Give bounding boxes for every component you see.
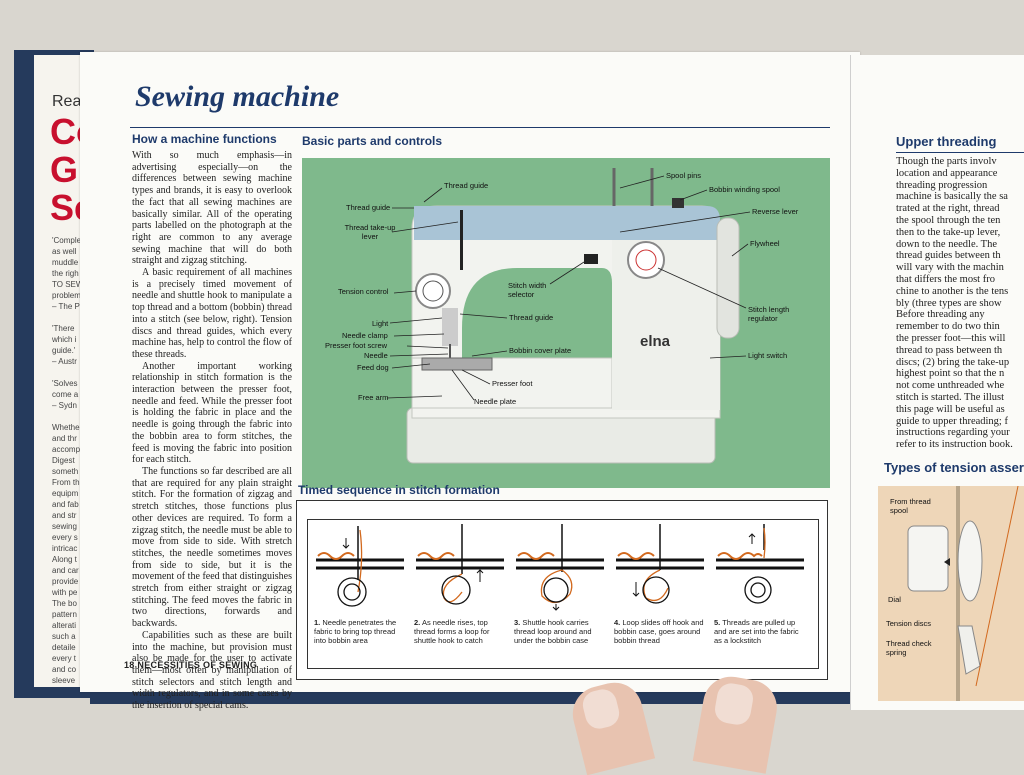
tension-assembly-illustration: From thread spool Dial Tension discs Thr… bbox=[878, 485, 1024, 701]
right-heading-tension: Types of tension asser bbox=[884, 460, 1024, 475]
stitch-sequence-panel: 1. Needle penetrates the fabric to bring… bbox=[307, 519, 819, 669]
label-tension-discs: Tension discs bbox=[886, 619, 932, 628]
label-free-arm: Free arm bbox=[358, 393, 389, 402]
paragraph: With so much emphasis—in advertising esp… bbox=[132, 150, 292, 267]
stitch-diagram-icon bbox=[716, 524, 804, 604]
section-heading-parts: Basic parts and controls bbox=[302, 134, 443, 148]
label-presser-foot-screw: Presser foot screw bbox=[325, 341, 388, 350]
label-reverse-lever: Reverse lever bbox=[752, 207, 799, 216]
sequence-step: 1. Needle penetrates the fabric to bring… bbox=[312, 520, 408, 645]
back-book-text: 'Comple as well muddle the righ TO SEW p… bbox=[52, 236, 84, 685]
stitch-sequence-box: 1. Needle penetrates the fabric to bring… bbox=[296, 500, 828, 680]
label-dial: Dial bbox=[888, 595, 901, 604]
label-stitch-width-selector: Stitch width selector bbox=[508, 281, 547, 299]
step-caption: 5. Threads are pulled up and are set int… bbox=[714, 618, 799, 645]
page-title: Sewing machine bbox=[135, 80, 340, 113]
step-caption: 4. Loop slides off hook and bobbin case,… bbox=[614, 618, 704, 645]
title-rule bbox=[130, 127, 830, 128]
book-cover-edge bbox=[90, 692, 860, 704]
label-light: Light bbox=[372, 319, 389, 328]
page-footer: 18 NECESSITIES OF SEWING bbox=[124, 660, 258, 670]
label-bobbin-winding-spool: Bobbin winding spool bbox=[709, 185, 780, 194]
sequence-step: 3. Shuttle hook carries thread loop arou… bbox=[512, 520, 608, 645]
stitch-diagram-icon bbox=[616, 524, 704, 604]
label-thread-takeup-lever: Thread take-up lever bbox=[344, 223, 396, 241]
section-heading-sequence: Timed sequence in stitch formation bbox=[298, 483, 500, 497]
label-flywheel: Flywheel bbox=[750, 239, 780, 248]
step-caption: 1. Needle penetrates the fabric to bring… bbox=[314, 618, 397, 645]
label-bobbin-cover-plate: Bobbin cover plate bbox=[509, 346, 572, 355]
brand-logo: elna bbox=[640, 333, 671, 350]
label-light-switch: Light switch bbox=[748, 351, 788, 360]
label-presser-foot: Presser foot bbox=[492, 379, 533, 388]
upper-threading-body: Though the parts involv location and app… bbox=[896, 156, 1013, 451]
step-caption: 3. Shuttle hook carries thread loop arou… bbox=[514, 618, 592, 645]
label-needle-clamp: Needle clamp bbox=[342, 331, 388, 340]
stitch-diagram-icon bbox=[416, 524, 504, 605]
label-thread-guide-top: Thread guide bbox=[444, 181, 489, 190]
functions-body: With so much emphasis—in advertising esp… bbox=[132, 150, 292, 712]
right-heading-upper-threading: Upper threading bbox=[896, 134, 997, 149]
label-needle: Needle bbox=[364, 351, 388, 360]
stitch-diagram-icon bbox=[316, 526, 404, 607]
label-spool-pins: Spool pins bbox=[666, 171, 702, 180]
right-heading-rule bbox=[896, 152, 1024, 153]
label-from-thread-spool: From thread spool bbox=[890, 497, 931, 515]
label-stitch-length-regulator: Stitch length regulator bbox=[748, 305, 790, 323]
label-feed-dog: Feed dog bbox=[357, 363, 389, 372]
label-tension-control: Tension control bbox=[338, 287, 389, 296]
step-caption: 2. As needle rises, top thread forms a l… bbox=[414, 618, 490, 645]
paragraph: Capabilities such as these are built int… bbox=[132, 629, 292, 712]
label-needle-plate: Needle plate bbox=[474, 397, 517, 406]
paragraph: Another important working relationship i… bbox=[132, 360, 292, 466]
stitch-diagram-icon bbox=[516, 524, 604, 611]
sequence-step: 4. Loop slides off hook and bobbin case,… bbox=[612, 520, 708, 645]
sequence-step: 5. Threads are pulled up and are set int… bbox=[712, 520, 808, 645]
label-thread-check-spring: Thread check spring bbox=[886, 639, 932, 657]
sewing-machine-photo: elna Thread guide Thread guide bbox=[302, 158, 830, 488]
sequence-step: 2. As needle rises, top thread forms a l… bbox=[412, 520, 508, 645]
paragraph: A basic requirement of all machines is a… bbox=[132, 267, 292, 360]
sewing-machine-illustration: elna bbox=[386, 168, 751, 464]
section-heading-functions: How a machine functions bbox=[132, 132, 277, 146]
paragraph: The functions so far described are all t… bbox=[132, 465, 292, 630]
label-thread-guide-mid: Thread guide bbox=[509, 313, 554, 322]
label-thread-guide-left: Thread guide bbox=[346, 203, 391, 212]
tension-assembly-icon bbox=[907, 485, 1019, 701]
